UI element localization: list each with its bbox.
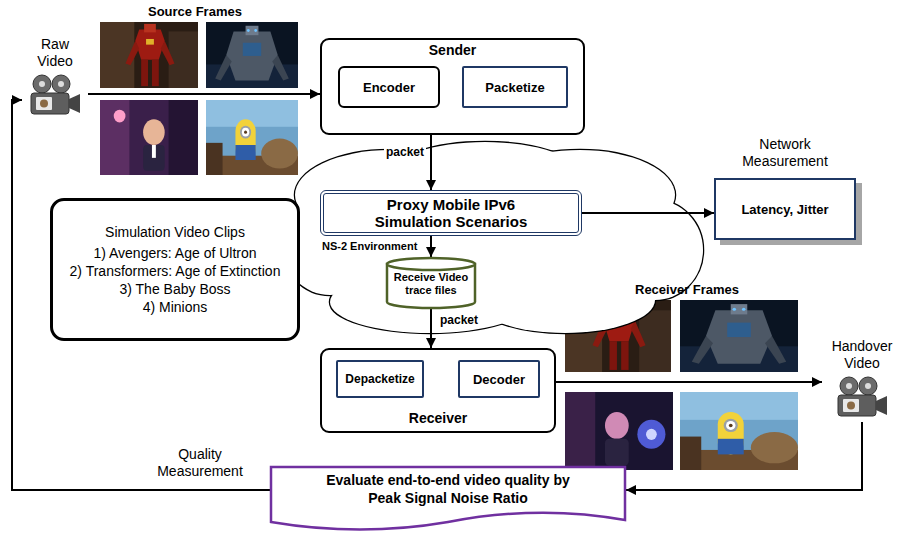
- node-label: Network Measurement: [735, 136, 835, 170]
- edge-label: packet: [384, 145, 426, 159]
- node-label: Encoder: [363, 80, 415, 95]
- node-text: 3) The Baby Boss: [119, 280, 230, 298]
- edge-label: packet: [438, 313, 480, 327]
- measurement-node: Network MeasurementLatency, Jitter: [714, 136, 866, 246]
- video-camera-node: Handover Video: [822, 338, 902, 422]
- receiver-frame: [680, 300, 798, 372]
- video-camera: [835, 376, 889, 418]
- node-label: Depacketize: [345, 372, 414, 386]
- node-label: Sender: [322, 42, 583, 59]
- source-frame: [100, 100, 198, 175]
- node-label: NS-2 Environment: [322, 240, 417, 253]
- source-frame: [206, 22, 298, 88]
- network-cloud: NS-2 Environment Proxy Mobile IPv6 Simula…: [280, 140, 705, 335]
- node-label: Simulation Video Clips: [105, 223, 245, 241]
- node-label: Handover Video: [822, 338, 902, 372]
- connector-arrow: [626, 422, 862, 490]
- source-frame: [206, 100, 298, 175]
- receiver-box: Receiver Depacketize Decoder: [320, 348, 556, 433]
- video-camera-node: Raw Video: [22, 36, 88, 128]
- connector-arrow: [430, 236, 432, 257]
- frame-group-label: Source Frames: [148, 4, 242, 19]
- edge-label: Quality Measurement: [150, 446, 250, 480]
- measurement-box: Latency, Jitter: [714, 178, 856, 240]
- node-text: Latency, Jitter: [741, 202, 828, 217]
- node-label: Receive Video trace files: [385, 271, 477, 297]
- process-box: Decoder: [458, 360, 540, 398]
- node-label: Raw Video: [30, 36, 80, 70]
- edge-label: Quality Measurement: [150, 446, 250, 480]
- source-frame: [100, 22, 198, 88]
- edge-label: packet: [384, 145, 426, 159]
- frame-group-label: Receiver Frames: [635, 282, 739, 297]
- node-text: 1) Avengers: Age of Ultron: [93, 244, 256, 262]
- receiver-frame: [565, 392, 673, 470]
- frame-group-label: Source Frames: [148, 4, 242, 19]
- node-text: 2) Transformers: Age of Extinction: [70, 262, 281, 280]
- network-cloud: [280, 140, 705, 335]
- video-camera: [28, 74, 82, 116]
- evaluation-document: Evaluate end-to-end video quality by Pea…: [270, 466, 626, 532]
- frame-group-label: Receiver Frames: [635, 282, 739, 297]
- node-label: Packetize: [485, 80, 544, 95]
- node-label: Receiver: [322, 410, 554, 427]
- storage-cylinder: Receive Video trace files: [385, 257, 477, 309]
- connector-arrow: [582, 212, 714, 214]
- node-text: 4) Minions: [143, 298, 208, 316]
- node-label: Proxy Mobile IPv6 Simulation Scenarios: [364, 196, 539, 230]
- sender-box: SenderEncoder Packetize: [320, 38, 585, 135]
- connector-arrow: [430, 135, 432, 190]
- receiver-frame: [680, 392, 798, 470]
- connector-arrow: [430, 309, 432, 348]
- video-camera: [31, 75, 80, 114]
- process-box: Encoder: [338, 66, 440, 108]
- process-box: Depacketize: [336, 360, 424, 398]
- edge-label: packet: [438, 313, 480, 327]
- clip-list-box: Simulation Video Clips 1) Avengers: Age o…: [50, 198, 300, 341]
- node-label: Decoder: [473, 372, 525, 387]
- node-label: Evaluate end-to-end video quality by Pea…: [315, 471, 581, 507]
- process-box: Packetize: [462, 66, 568, 108]
- connector-arrow: [556, 381, 822, 383]
- connector-arrow: [88, 93, 320, 95]
- simulation-box: Proxy Mobile IPv6 Simulation Scenarios: [320, 190, 582, 236]
- video-camera: [838, 377, 887, 416]
